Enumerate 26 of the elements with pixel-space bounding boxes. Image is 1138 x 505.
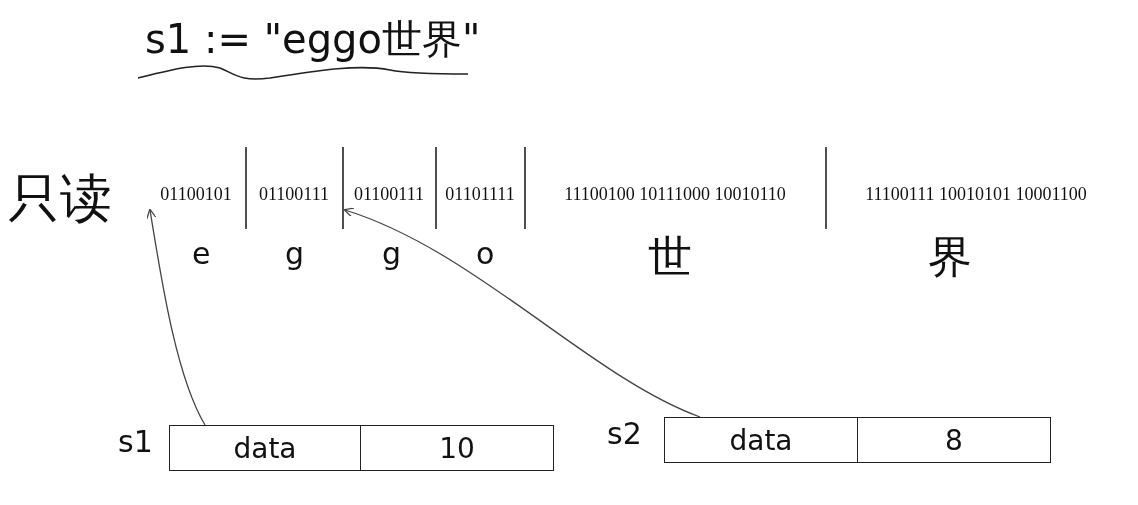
struct-field-cell — [360, 425, 554, 471]
byte-bits: 01100101 — [148, 180, 244, 208]
region-label: 只读 — [8, 167, 112, 230]
byte-bits: 11100100 10111000 10010110 — [525, 180, 825, 208]
byte-bits: 01101111 — [436, 180, 524, 208]
character-label: o — [476, 236, 495, 271]
struct-field-cell — [169, 425, 361, 471]
character-label: g — [285, 236, 305, 271]
character-label: 界 — [928, 230, 972, 284]
byte-bits: 11100111 10010101 10001100 — [826, 180, 1126, 208]
variable-name: s1 — [118, 424, 153, 459]
pointer-arrow — [146, 208, 206, 426]
character-label: g — [382, 236, 402, 271]
pointer-arrow — [343, 207, 701, 418]
field-text: 10 — [439, 431, 475, 465]
variable-name: s2 — [607, 416, 642, 451]
character-label: 世 — [648, 230, 692, 284]
field-text: 8 — [945, 423, 963, 457]
byte-bits: 01100111 — [343, 180, 435, 208]
struct-field-cell — [664, 417, 858, 463]
title-text: s1 := "eggo世界" — [145, 15, 481, 64]
field-text: data — [233, 431, 297, 465]
struct-field-cell — [857, 417, 1051, 463]
byte-bits: 01100111 — [246, 180, 342, 208]
field-text: data — [729, 423, 793, 457]
character-label: e — [192, 236, 211, 271]
